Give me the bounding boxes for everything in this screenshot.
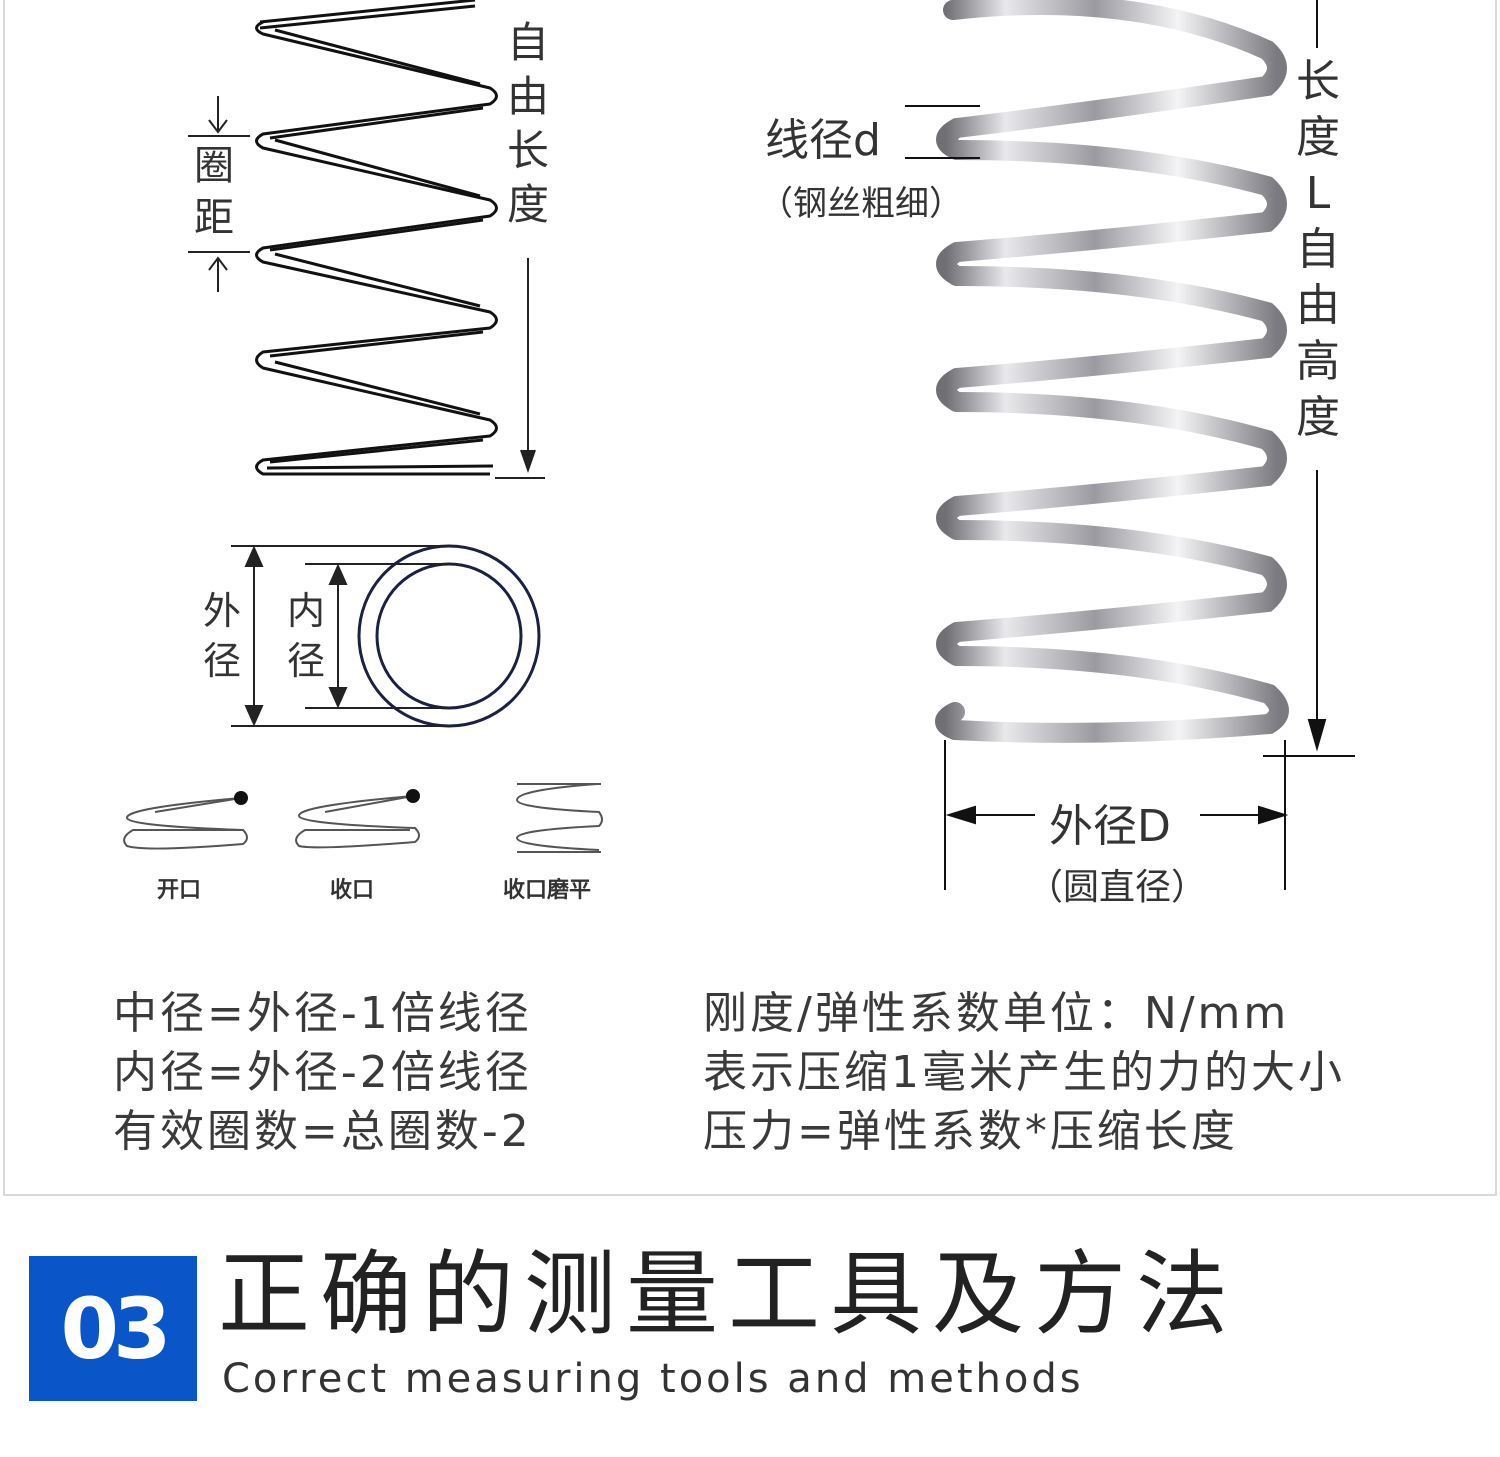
- metal-spring-image: [905, 0, 1355, 890]
- vertical-label-char: 高: [1296, 336, 1340, 387]
- formulas-right: 刚度/弹性系数单位：N/mm 表示压缩1毫米产生的力的大小 压力=弹性系数*压缩…: [703, 984, 1345, 1161]
- vertical-label-char: 度: [506, 180, 549, 229]
- formula-line: 内径=外径-2倍线径: [113, 1047, 532, 1098]
- inner-diameter-label: 内径 内径: [285, 592, 327, 692]
- vertical-label-char: 长: [1296, 56, 1340, 107]
- vertical-label-char: 自: [1296, 224, 1340, 275]
- vertical-label-char: 径: [202, 639, 241, 683]
- vertical-label-char: 外: [202, 589, 241, 633]
- wire-diameter-note: （钢丝粗细）: [759, 184, 963, 224]
- pitch-label: 圈距 圈距: [191, 146, 237, 250]
- vertical-label-char: 距: [194, 195, 234, 241]
- section-subtitle: Correct measuring tools and methods: [222, 1356, 1084, 1402]
- vertical-label-char: 径: [286, 639, 325, 683]
- end-type-closed: 收口: [330, 878, 375, 903]
- end-type-closed-ground: 收口磨平: [503, 878, 592, 903]
- vertical-label-char: 内: [286, 589, 325, 633]
- formula-line: 刚度/弹性系数单位：N/mm: [703, 988, 1290, 1039]
- end-type-icons: [123, 783, 603, 853]
- end-type-open: 开口: [157, 878, 202, 903]
- wire-diameter-label: 线径d: [765, 115, 881, 166]
- formula-line: 中径=外径-1倍线径: [113, 988, 532, 1039]
- vertical-label-char: 由: [1296, 280, 1340, 331]
- outer-diameter-label: 外径 外径: [201, 592, 243, 692]
- vertical-label-char: 圈: [194, 143, 234, 189]
- vertical-label-char: 长: [506, 126, 549, 175]
- outer-diameter-d-note: （圆直径）: [1027, 867, 1208, 908]
- vertical-label-char: 由: [506, 72, 549, 121]
- ring-cross-section: [231, 544, 541, 728]
- vertical-label-char: 度: [1296, 392, 1340, 443]
- outer-diameter-d-label: 外径D: [1049, 801, 1171, 852]
- spring-side-drawing: [188, 0, 545, 479]
- formula-line: 压力=弹性系数*压缩长度: [703, 1106, 1238, 1157]
- vertical-label-char: 度: [1296, 112, 1340, 163]
- formulas-left: 中径=外径-1倍线径 内径=外径-2倍线径 有效圈数=总圈数-2: [113, 984, 532, 1161]
- formula-line: 有效圈数=总圈数-2: [113, 1106, 532, 1157]
- formula-line: 表示压缩1毫米产生的力的大小: [703, 1047, 1345, 1098]
- vertical-label-char: L: [1305, 168, 1331, 219]
- vertical-label-char: 自: [506, 18, 549, 67]
- section-title: 正确的测量工具及方法: [218, 1241, 1239, 1348]
- section-number-badge: 03: [29, 1256, 197, 1401]
